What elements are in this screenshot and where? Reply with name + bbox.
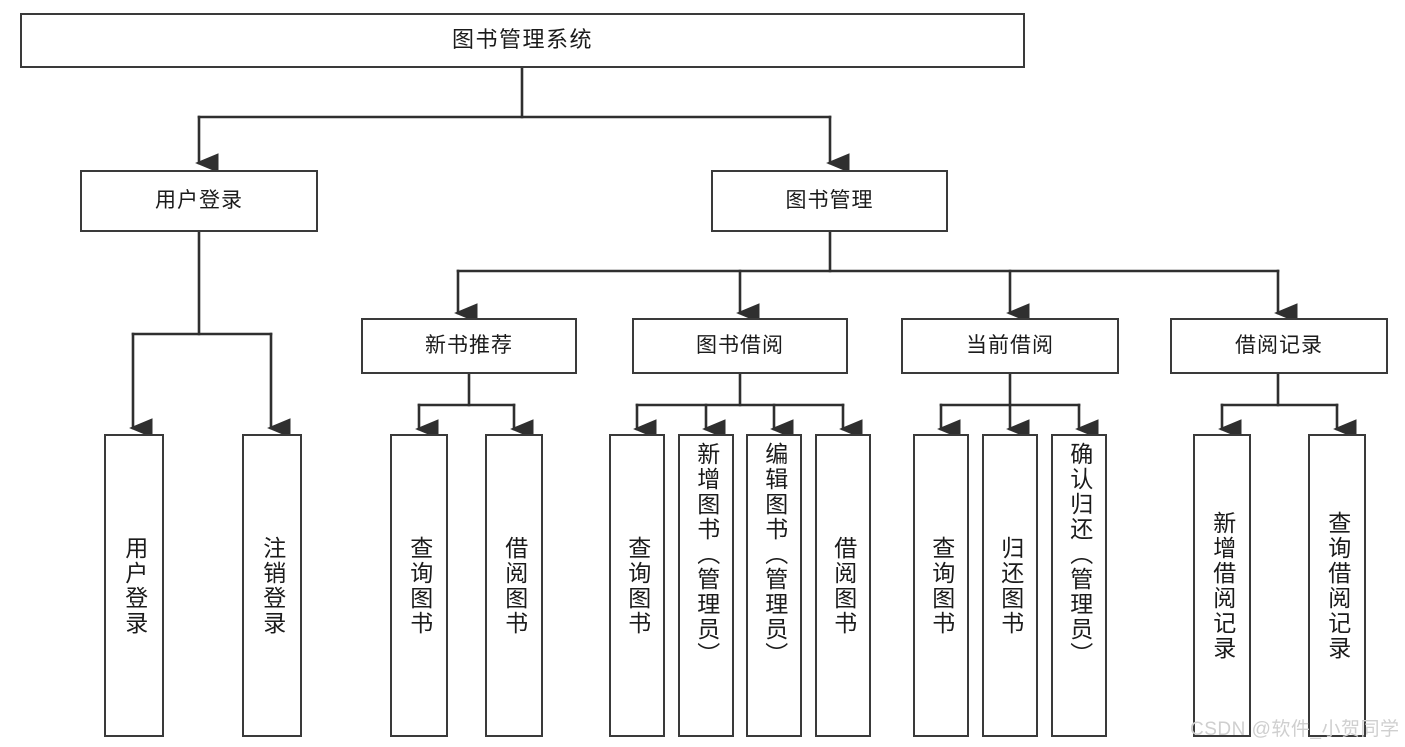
node-leaf-add-book[interactable]: 新增图书（管理员） xyxy=(678,434,734,737)
node-user-login[interactable]: 用户登录 xyxy=(80,170,318,232)
node-leaf-return-book[interactable]: 归还图书 xyxy=(982,434,1038,737)
node-leaf-borrow-book-2[interactable]: 借阅图书 xyxy=(815,434,871,737)
node-label: 用户登录 xyxy=(121,535,148,636)
node-label: 确认归还（管理员） xyxy=(1066,442,1093,667)
node-label: 当前借阅 xyxy=(966,334,1054,358)
node-root-system[interactable]: 图书管理系统 xyxy=(20,13,1025,68)
node-current-borrow[interactable]: 当前借阅 xyxy=(901,318,1119,374)
node-label: 查询图书 xyxy=(928,535,955,636)
node-new-book-recommend[interactable]: 新书推荐 xyxy=(361,318,577,374)
node-label: 用户登录 xyxy=(155,189,243,213)
node-leaf-query-book-1[interactable]: 查询图书 xyxy=(390,434,448,737)
node-label: 图书管理 xyxy=(785,189,874,213)
node-label: 查询借阅记录 xyxy=(1324,510,1351,661)
node-leaf-confirm-return[interactable]: 确认归还（管理员） xyxy=(1051,434,1107,737)
node-leaf-user-logout[interactable]: 注销登录 xyxy=(242,434,302,737)
node-leaf-borrow-book-1[interactable]: 借阅图书 xyxy=(485,434,543,737)
node-leaf-user-login[interactable]: 用户登录 xyxy=(104,434,164,737)
node-label: 归还图书 xyxy=(997,535,1024,636)
node-book-borrow[interactable]: 图书借阅 xyxy=(632,318,848,374)
node-book-management[interactable]: 图书管理 xyxy=(711,170,948,232)
node-label: 注销登录 xyxy=(259,535,286,636)
node-leaf-query-book-3[interactable]: 查询图书 xyxy=(913,434,969,737)
node-leaf-query-record[interactable]: 查询借阅记录 xyxy=(1308,434,1366,737)
node-label: 借阅图书 xyxy=(501,535,528,636)
node-label: 图书借阅 xyxy=(696,334,784,358)
node-label: 查询图书 xyxy=(624,535,651,636)
node-label: 新增借阅记录 xyxy=(1209,510,1236,661)
node-label: 编辑图书（管理员） xyxy=(761,442,788,667)
node-label: 借阅图书 xyxy=(830,535,857,636)
node-label: 查询图书 xyxy=(406,535,433,636)
node-borrow-record[interactable]: 借阅记录 xyxy=(1170,318,1388,374)
node-label: 借阅记录 xyxy=(1235,334,1323,358)
node-label: 新增图书（管理员） xyxy=(693,442,720,667)
node-leaf-edit-book[interactable]: 编辑图书（管理员） xyxy=(746,434,802,737)
node-label: 图书管理系统 xyxy=(451,27,593,53)
csdn-watermark: CSDN @软件_小贺同学 xyxy=(1190,719,1400,740)
node-leaf-add-record[interactable]: 新增借阅记录 xyxy=(1193,434,1251,737)
node-label: 新书推荐 xyxy=(425,334,513,358)
node-leaf-query-book-2[interactable]: 查询图书 xyxy=(609,434,665,737)
